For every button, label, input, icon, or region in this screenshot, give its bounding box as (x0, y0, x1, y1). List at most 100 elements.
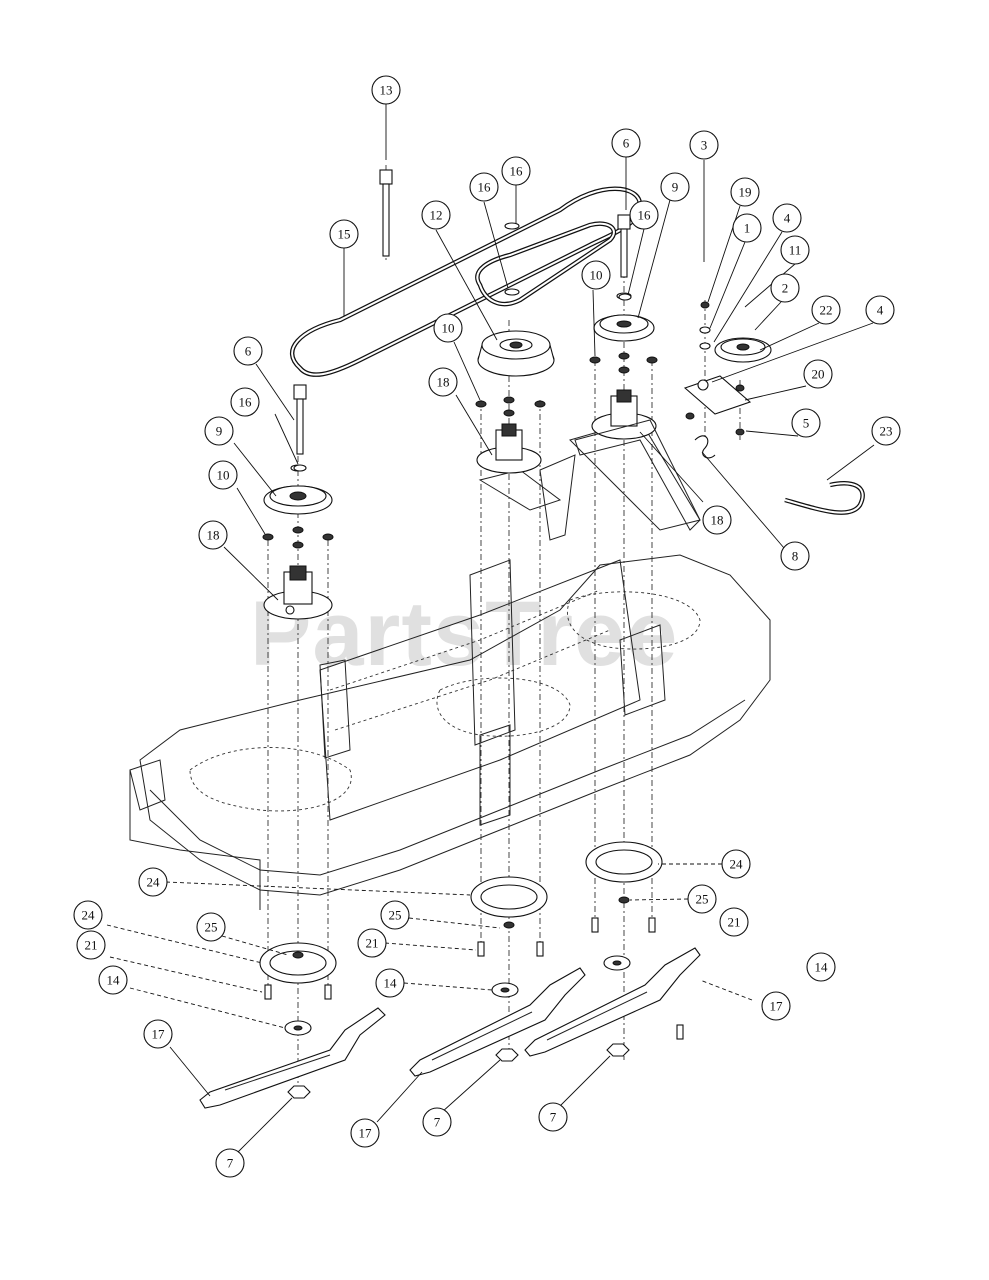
callout-7: 7 (538, 1102, 568, 1132)
callout-21: 21 (719, 907, 749, 937)
svg-text:8: 8 (792, 549, 799, 564)
callout-21: 21 (357, 928, 387, 958)
callout-16: 16 (230, 387, 260, 417)
callout-4: 4 (865, 295, 895, 325)
spindle-housing-18-left (263, 565, 333, 620)
callout-1: 1 (732, 213, 762, 243)
svg-text:25: 25 (389, 908, 402, 923)
svg-text:9: 9 (672, 180, 679, 195)
spindle-plate-24-right (585, 841, 663, 883)
callout-8: 8 (780, 541, 810, 571)
spindle-housing-18-center (476, 423, 542, 474)
callout-16: 16 (629, 200, 659, 230)
callout-24: 24 (721, 849, 751, 879)
mower-deck-housing (129, 419, 771, 910)
svg-text:3: 3 (701, 138, 708, 153)
callout-3: 3 (689, 130, 719, 160)
svg-text:24: 24 (730, 857, 744, 872)
callout-18: 18 (702, 505, 732, 535)
svg-text:5: 5 (803, 416, 810, 431)
callout-21: 21 (76, 930, 106, 960)
blade-adapter-14 (284, 955, 631, 1036)
pulley-12-center (477, 222, 555, 377)
leader-lines (106, 104, 875, 1153)
bolt-6-right (617, 214, 631, 278)
svg-text:19: 19 (739, 185, 752, 200)
callout-10: 10 (208, 460, 238, 490)
callout-13: 13 (371, 75, 401, 105)
svg-text:25: 25 (205, 920, 218, 935)
callout-18: 18 (428, 367, 458, 397)
hardware-nuts-washers (262, 293, 745, 549)
blade-17-left (199, 1007, 386, 1109)
idler-pulley-22 (714, 337, 772, 363)
svg-text:16: 16 (239, 395, 253, 410)
svg-text:2: 2 (782, 281, 789, 296)
svg-text:4: 4 (877, 303, 884, 318)
svg-text:25: 25 (696, 892, 709, 907)
svg-text:17: 17 (152, 1027, 166, 1042)
callout-25: 25 (687, 884, 717, 914)
svg-text:22: 22 (820, 303, 833, 318)
callout-14: 14 (98, 965, 128, 995)
callout-9: 9 (204, 416, 234, 446)
callout-9: 9 (660, 172, 690, 202)
callout-10: 10 (433, 313, 463, 343)
svg-text:10: 10 (590, 268, 603, 283)
callout-24: 24 (73, 900, 103, 930)
spindle-plate-24-center (470, 876, 548, 918)
svg-text:7: 7 (227, 1156, 234, 1171)
blade-17-center (409, 967, 586, 1077)
callout-15: 15 (329, 219, 359, 249)
idler-bracket-20 (683, 375, 752, 415)
svg-text:10: 10 (217, 468, 230, 483)
svg-text:9: 9 (216, 424, 223, 439)
svg-text:17: 17 (770, 999, 784, 1014)
callout-23: 23 (871, 416, 901, 446)
svg-text:21: 21 (85, 938, 98, 953)
svg-text:23: 23 (880, 424, 893, 439)
svg-text:6: 6 (623, 136, 630, 151)
spindle-housing-18-right (591, 389, 657, 440)
svg-text:17: 17 (359, 1126, 373, 1141)
spring-8 (694, 435, 716, 459)
callout-5: 5 (791, 408, 821, 438)
svg-text:14: 14 (815, 960, 829, 975)
callout-25: 25 (196, 912, 226, 942)
callout-18: 18 (198, 520, 228, 550)
pulley-9-right (593, 292, 655, 342)
callout-2: 2 (770, 273, 800, 303)
callout-19: 19 (730, 177, 760, 207)
svg-text:18: 18 (711, 513, 724, 528)
bolt-13 (379, 169, 393, 257)
callout-25: 25 (380, 900, 410, 930)
callout-24: 24 (138, 867, 168, 897)
svg-text:14: 14 (107, 973, 121, 988)
svg-text:21: 21 (728, 915, 741, 930)
svg-text:12: 12 (430, 208, 443, 223)
lower-hardware (264, 896, 684, 1040)
svg-text:18: 18 (207, 528, 220, 543)
spindle-plate-24-left (259, 942, 337, 984)
svg-text:16: 16 (478, 180, 492, 195)
svg-text:7: 7 (550, 1110, 557, 1125)
callout-20: 20 (803, 359, 833, 389)
callout-12: 12 (421, 200, 451, 230)
svg-text:16: 16 (510, 164, 524, 179)
svg-text:6: 6 (245, 344, 252, 359)
belt-guard (574, 419, 701, 531)
bolt-6-left (293, 384, 307, 455)
callout-17: 17 (761, 991, 791, 1021)
blade-bolt-7 (287, 1043, 630, 1099)
svg-text:21: 21 (366, 936, 379, 951)
callout-7: 7 (422, 1107, 452, 1137)
callout-4: 4 (772, 203, 802, 233)
callout-22: 22 (811, 295, 841, 325)
callout-17: 17 (143, 1019, 173, 1049)
svg-text:10: 10 (442, 321, 455, 336)
callout-6: 6 (611, 128, 641, 158)
callout-11: 11 (780, 235, 810, 265)
svg-text:18: 18 (437, 375, 450, 390)
svg-text:1: 1 (744, 221, 751, 236)
